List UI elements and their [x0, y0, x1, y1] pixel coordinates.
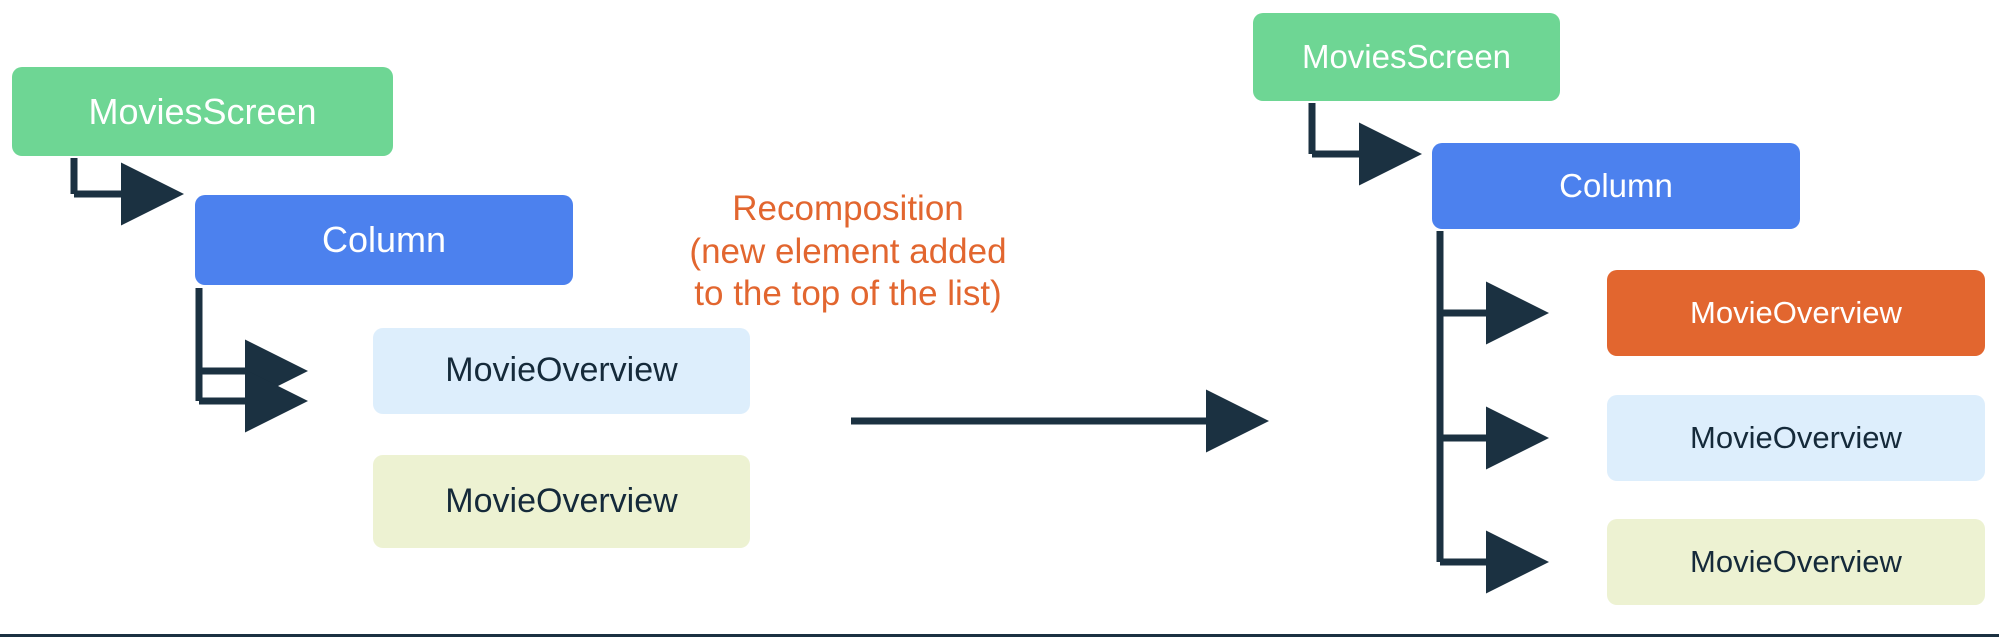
right-node-column[interactable]: Column [1432, 143, 1800, 229]
caption-line-1: Recomposition [732, 189, 964, 228]
left-node-column-label: Column [321, 219, 447, 261]
right-edge-column-to-children [1436, 231, 1549, 594]
right-node-movie-overview-2-label: MovieOverview [1690, 543, 1902, 579]
left-edge-column-to-movieoverview-1 [195, 288, 308, 403]
right-node-movies-screen[interactable]: MoviesScreen [1253, 13, 1560, 101]
right-edge-moviesscreen-to-column [1308, 103, 1422, 186]
right-node-movie-overview-2[interactable]: MovieOverview [1607, 519, 1985, 605]
right-node-movie-overview-1-label: MovieOverview [1690, 419, 1902, 455]
bottom-divider [0, 634, 1999, 637]
right-node-column-label: Column [1559, 166, 1673, 204]
left-edge-moviesscreen-to-column [70, 158, 184, 226]
right-node-movie-overview-new-label: MovieOverview [1690, 294, 1902, 330]
left-node-column[interactable]: Column [195, 195, 573, 285]
right-node-movies-screen-label: MoviesScreen [1301, 37, 1512, 75]
caption-line-2: (new element added [689, 231, 1007, 271]
left-node-movies-screen[interactable]: MoviesScreen [12, 67, 393, 156]
left-node-movie-overview-2-label: MovieOverview [445, 481, 678, 520]
left-node-movie-overview-2[interactable]: MovieOverview [373, 455, 750, 548]
caption-line-3: to the top of the list) [694, 274, 1002, 314]
right-node-movie-overview-new[interactable]: MovieOverview [1607, 270, 1985, 356]
left-node-movies-screen-label: MoviesScreen [88, 90, 317, 132]
left-node-movie-overview-1[interactable]: MovieOverview [373, 328, 750, 414]
recomposition-caption: Recomposition (new element added to the … [648, 188, 1048, 316]
right-node-movie-overview-1[interactable]: MovieOverview [1607, 395, 1985, 481]
left-node-movie-overview-1-label: MovieOverview [445, 351, 678, 390]
